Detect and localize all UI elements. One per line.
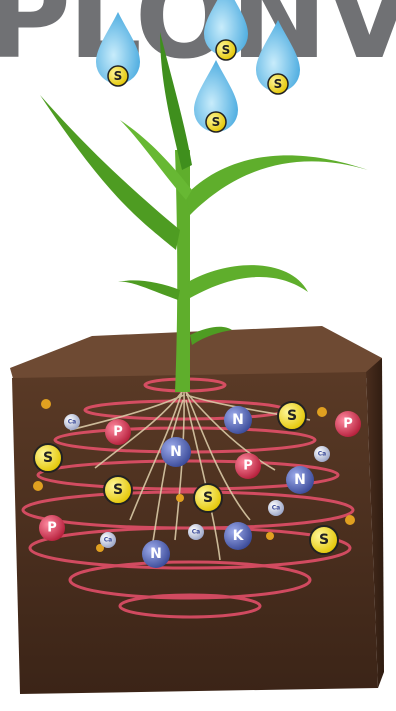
sulfur-sphere: S: [278, 402, 306, 430]
nitrogen-label: N: [232, 412, 244, 428]
phosphorus-label: P: [343, 417, 353, 432]
calcium-label: Ca: [104, 537, 112, 544]
calcium-sphere: Ca: [188, 524, 204, 540]
sulfur-label: S: [113, 482, 123, 498]
calcium-sphere: Ca: [100, 532, 116, 548]
phosphorus-sphere: P: [105, 419, 131, 445]
potassium-label: K: [233, 528, 245, 544]
calcium-label: Ca: [272, 505, 280, 512]
drop: S: [256, 20, 300, 94]
drop: S: [194, 60, 238, 132]
drop: S: [96, 12, 140, 86]
sulfur-label: S: [114, 69, 123, 83]
sulfur-label: S: [203, 490, 213, 506]
sulfur-label: S: [274, 77, 283, 91]
sulfur-sphere: S: [310, 526, 338, 554]
sulfur-drops: S S S S: [96, 0, 300, 132]
calcium-sphere: Ca: [268, 500, 284, 516]
nitrogen-sphere: N: [224, 406, 252, 434]
sulfur-sphere: S: [34, 444, 62, 472]
calcium-label: Ca: [318, 451, 326, 458]
calcium-label: Ca: [68, 419, 76, 426]
potassium-sphere: K: [224, 522, 252, 550]
sulfur-sphere: S: [104, 476, 132, 504]
phosphorus-sphere: P: [39, 515, 65, 541]
sulfur-label: S: [287, 408, 297, 424]
nitrogen-sphere: N: [286, 466, 314, 494]
phosphorus-label: P: [113, 425, 123, 440]
calcium-sphere: Ca: [64, 414, 80, 430]
sulfur-label: S: [212, 115, 221, 129]
phosphorus-sphere: P: [235, 453, 261, 479]
drop: S: [204, 0, 248, 60]
soil-cube: [10, 326, 384, 694]
sulfur-label: S: [43, 450, 53, 466]
nitrogen-sphere: N: [142, 540, 170, 568]
nitrogen-label: N: [170, 444, 182, 460]
phosphorus-sphere: P: [335, 411, 361, 437]
phosphorus-label: P: [47, 521, 57, 536]
calcium-sphere: Ca: [314, 446, 330, 462]
sulfur-sphere: S: [194, 484, 222, 512]
sulfur-label: S: [319, 532, 329, 548]
sulfur-label: S: [222, 43, 231, 57]
nitrogen-sphere: N: [161, 437, 191, 467]
phosphorus-label: P: [243, 459, 253, 474]
calcium-label: Ca: [192, 529, 200, 536]
nitrogen-label: N: [294, 472, 306, 488]
nitrogen-label: N: [150, 546, 162, 562]
